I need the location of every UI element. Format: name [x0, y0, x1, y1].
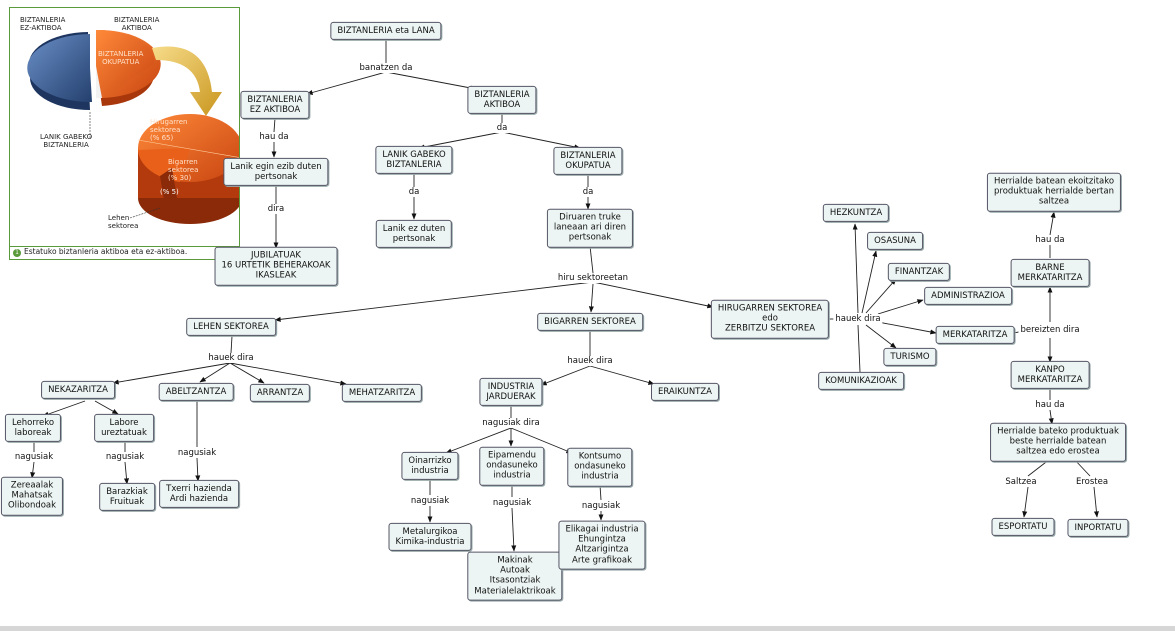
link-label-hauek-dira: hauek dira — [565, 356, 615, 366]
node-barne-merkataritza[interactable]: BARNE MERKATARITZA — [1010, 258, 1090, 288]
node-lanik-gabeko[interactable]: LANIK GABEKO BIZTANLERIA — [375, 145, 453, 175]
fig-label-secondary: Bigarren sektorea (% 30) — [168, 158, 199, 183]
link-label-nagusiak: nagusiak — [490, 498, 534, 508]
link-label-nagusiak: nagusiak — [103, 452, 147, 462]
node-oinarrizko[interactable]: Oinarrizko industria — [401, 451, 459, 481]
node-herrialde-batean[interactable]: Herrialde batean ekoitzitako produktuak … — [986, 172, 1122, 212]
node-eipamendu[interactable]: Eipamendu ondasuneko industria — [479, 446, 545, 486]
node-barazkiak[interactable]: Barazkiak Fruituak — [99, 482, 155, 512]
node-biztanleria-lana[interactable]: BIZTANLERIA eta LANA — [330, 21, 442, 41]
link-label-hauek-dira: hauek dira — [833, 314, 883, 324]
node-hirugarren-sektorea[interactable]: HIRUGARREN SEKTOREA edo ZERBITZU SEKTORE… — [710, 299, 830, 339]
node-txerri[interactable]: Txerri hazienda Ardi hazienda — [159, 479, 239, 509]
fig-label-active: BIZTANLERIA AKTIBOA — [114, 16, 160, 33]
population-pie-figure: BIZTANLERIA EZ-AKTIBOA BIZTANLERIA AKTIB… — [9, 7, 240, 260]
node-zereaalak[interactable]: Zereaalak Mahatsak Olibondoak — [0, 476, 64, 516]
node-arrantza[interactable]: ARRANTZA — [249, 383, 311, 403]
pie-slice-secondary — [138, 148, 190, 182]
link-label-bereizten-dira: bereizten dira — [1018, 325, 1082, 335]
node-komunikazioak[interactable]: KOMUNIKAZIOAK — [818, 371, 904, 391]
caption-text: Estatuko biztanleria aktiboa eta ez-akti… — [24, 247, 188, 256]
node-merkataritza[interactable]: MERKATARITZA — [935, 325, 1015, 345]
node-lehen-sektorea[interactable]: LEHEN SEKTOREA — [186, 317, 276, 337]
link-label-hau-da: hau da — [257, 132, 291, 142]
link-label-hau-da: hau da — [1033, 235, 1067, 245]
link-label-dira: dira — [265, 204, 287, 214]
link-label-nagusiak: nagusiak — [175, 448, 219, 458]
fig-label-unemployed: LANIK GABEKO BIZTANLERIA — [40, 133, 93, 150]
pie-illustration — [27, 29, 239, 224]
fig-label-primary-pct: (% 5) — [160, 188, 179, 196]
node-kanpo-merkataritza[interactable]: KANPO MERKATARITZA — [1010, 360, 1090, 390]
node-elikagai[interactable]: Elikagai industria Ehungintza Altzarigin… — [558, 520, 646, 570]
link-label-hiru-sektoreetan: hiru sektoreetan — [555, 273, 631, 283]
node-makinak[interactable]: Makinak Autoak Itsasontziak Materialelak… — [467, 551, 563, 601]
node-labore[interactable]: Labore ureztatuak — [94, 413, 154, 443]
node-okupatua[interactable]: BIZTANLERIA OKUPATUA — [553, 146, 623, 176]
fig-label-inactive: BIZTANLERIA EZ-AKTIBOA — [20, 16, 66, 33]
link-label-saltzea: Saltzea — [1003, 477, 1039, 487]
link-label-nagusiak: nagusiak — [408, 496, 452, 506]
link-label-da: da — [406, 187, 422, 197]
node-ez-aktiboa[interactable]: BIZTANLERIA EZ AKTIBOA — [240, 90, 310, 120]
node-mehatzaritza[interactable]: MEHATZARITZA — [341, 383, 423, 403]
node-abeltzantza[interactable]: ABELTZANTZA — [158, 382, 234, 402]
node-turismo[interactable]: TURISMO — [883, 347, 937, 367]
horizontal-scrollbar[interactable] — [0, 626, 1175, 631]
node-lanik-ez[interactable]: Lanik ez duten pertsonak — [375, 219, 453, 249]
node-bigarren-sektorea[interactable]: BIGARREN SEKTOREA — [537, 312, 643, 332]
link-label-nagusiak: nagusiak — [579, 501, 623, 511]
caption-number-icon: 1 — [13, 249, 21, 257]
node-eraikuntza[interactable]: ERAIKUNTZA — [650, 382, 720, 402]
pie-slice-inactive-top — [27, 34, 93, 103]
node-herrialde-bateko[interactable]: Herrialde bateko produktuak beste herria… — [990, 422, 1126, 462]
link-label-nagusiak-dira: nagusiak dira — [480, 418, 542, 428]
node-lehorreko[interactable]: Lehorreko laboreak — [4, 413, 62, 443]
link-label-erostea: Erostea — [1073, 477, 1111, 487]
node-esportatu[interactable]: ESPORTATU — [991, 517, 1055, 537]
link-label-banatzen-da: banatzen da — [357, 63, 415, 73]
node-administrazioa[interactable]: ADMINISTRAZIOA — [924, 286, 1012, 306]
pie-slice-unemployed — [96, 66, 102, 98]
node-inportatu[interactable]: INPORTATU — [1067, 518, 1129, 538]
node-metalurgikoa[interactable]: Metalurgikoa Kimika-industria — [388, 522, 472, 552]
link-label-da: da — [580, 187, 596, 197]
fig-label-primary: Lehen sektorea — [108, 214, 139, 231]
link-label-da: da — [494, 123, 510, 133]
node-kontsumo[interactable]: Kontsumo ondasuneko industria — [567, 447, 633, 487]
node-jubilatuak[interactable]: JUBILATUAK 16 URTETIK BEHERAKOAK IKASLEA… — [214, 246, 338, 286]
node-diruaren[interactable]: Diruaren truke laneaan ari diren pertson… — [546, 208, 634, 248]
link-label-nagusiak: nagusiak — [12, 452, 56, 462]
node-hezkuntza[interactable]: HEZKUNTZA — [822, 203, 890, 223]
node-osasuna[interactable]: OSASUNA — [867, 231, 923, 251]
link-label-hau-da: hau da — [1033, 400, 1067, 410]
node-nekazaritza[interactable]: NEKAZARITZA — [41, 380, 115, 400]
node-finantzak[interactable]: FINANTZAK — [887, 262, 951, 282]
node-industria[interactable]: INDUSTRIA JARDUERAK — [479, 377, 543, 407]
fig-label-tertiary: Hirugarren sektorea (% 65) — [150, 118, 188, 143]
link-label-hauek-dira: hauek dira — [206, 353, 256, 363]
fig-label-employed: BIZTANLERIA OKUPATUA — [98, 50, 144, 67]
node-aktiboa[interactable]: BIZTANLERIA AKTIBOA — [467, 85, 537, 115]
arrow-icon — [152, 46, 222, 116]
pie-slice-primary — [160, 168, 178, 212]
node-lanik-egin[interactable]: Lanik egin ezib duten pertsonak — [223, 157, 329, 187]
